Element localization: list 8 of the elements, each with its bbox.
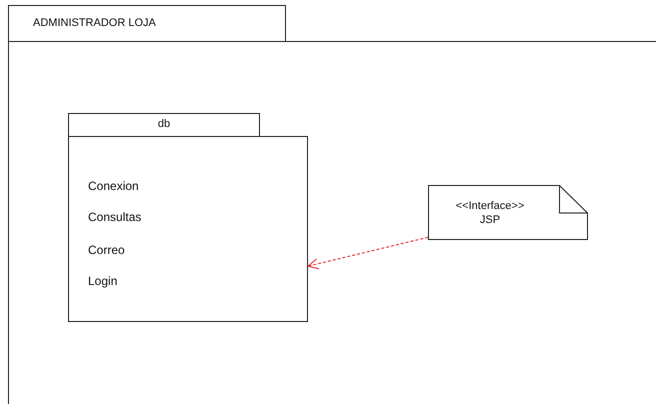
package-name: db (156, 118, 172, 130)
dependency-arrow (308, 236, 428, 270)
package-name: ADMINISTRADOR LOJA (33, 16, 156, 28)
class-name: Correo (88, 243, 125, 257)
class-name: Consultas (88, 210, 142, 224)
class-name: Login (88, 274, 118, 288)
note-text: <<Interface>> JSP (454, 199, 526, 227)
class-name: Conexion (88, 179, 139, 193)
